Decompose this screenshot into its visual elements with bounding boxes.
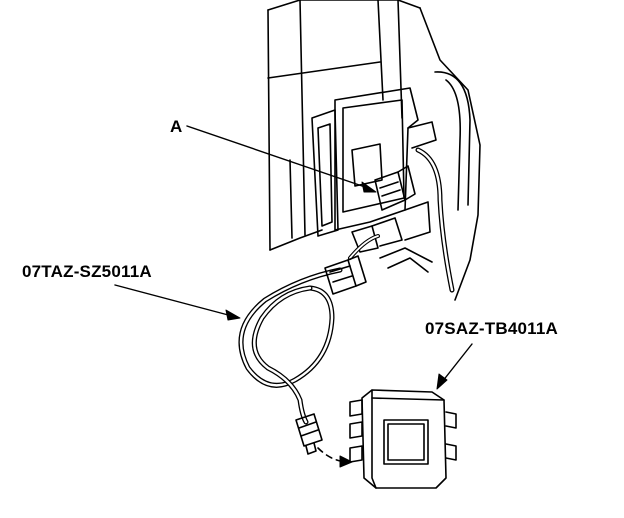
callout-cable-arrow	[114, 284, 241, 321]
callout-a-label: A	[170, 117, 183, 136]
callout-a-arrow	[186, 125, 377, 193]
connector-a-icon	[374, 165, 416, 211]
cable-part-number: 07TAZ-SZ5011A	[22, 262, 152, 281]
box-part-number: 07SAZ-TB4011A	[425, 319, 558, 338]
vehicle-pillar-icon	[267, 0, 481, 301]
test-harness-cable-icon	[238, 234, 380, 425]
callout-box-arrow	[436, 343, 473, 390]
plug-connector-icon	[295, 413, 353, 468]
control-box-icon	[349, 389, 457, 489]
